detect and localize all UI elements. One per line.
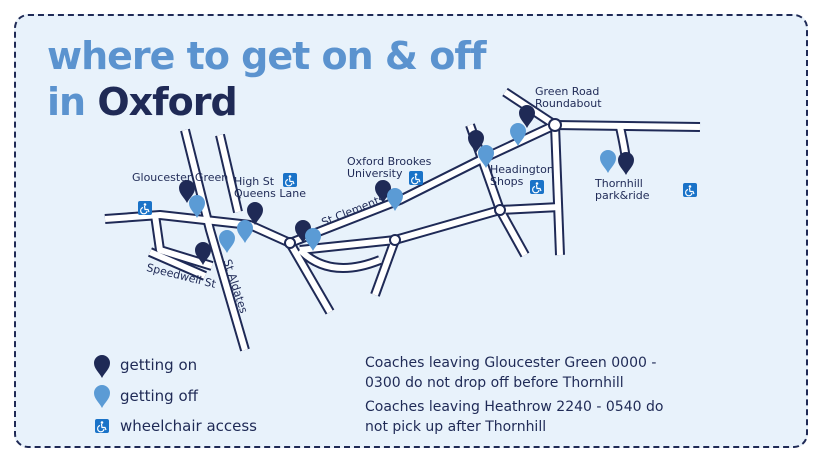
wheelchair-icon [529, 179, 545, 195]
note-heathrow: Coaches leaving Heathrow 2240 - 0540 do … [365, 399, 664, 435]
label-park-ride: park&ride [595, 189, 650, 202]
legend-off-icon [94, 385, 110, 408]
title-prefix: in [47, 80, 86, 124]
label-oxford-brookes: Oxford Brookes [347, 155, 432, 168]
wheelchair-icon [408, 170, 424, 186]
label-shops: Shops [490, 175, 524, 188]
pin-off-icon [600, 150, 616, 173]
wheelchair-icon [137, 200, 153, 216]
road-fills [104, 89, 701, 351]
pin-off-icon [219, 230, 235, 253]
label-roundabout: Roundabout [535, 97, 602, 110]
note-gloucester-green: Coaches leaving Gloucester Green 0000 - … [365, 355, 657, 391]
legend-icons [94, 355, 110, 434]
title-line2: in Oxford [47, 80, 238, 124]
legend-wheelchair: wheelchair access [120, 417, 257, 435]
legend-getting-off: getting off [120, 387, 198, 405]
title-line1: where to get on & off [47, 34, 486, 78]
pin-off-icon [237, 220, 253, 243]
label-thornhill: Thornhill [595, 177, 643, 190]
wheelchair-icon [682, 182, 698, 198]
label-gloucester-green: Gloucester Green [132, 171, 229, 184]
wheelchair-icon [282, 172, 298, 188]
pin-on-icon [618, 152, 634, 175]
label-headington: Headington [490, 163, 554, 176]
label-queens-lane: Queens Lane [234, 187, 306, 200]
legend-getting-on: getting on [120, 356, 198, 374]
label-green-road: Green Road [535, 85, 600, 98]
roundabouts [284, 118, 562, 249]
title-city: Oxford [97, 80, 237, 124]
legend-wheelchair-icon [94, 418, 110, 434]
label-university: University [347, 167, 403, 180]
legend-on-icon [94, 355, 110, 378]
label-high-st: High St [234, 175, 275, 188]
